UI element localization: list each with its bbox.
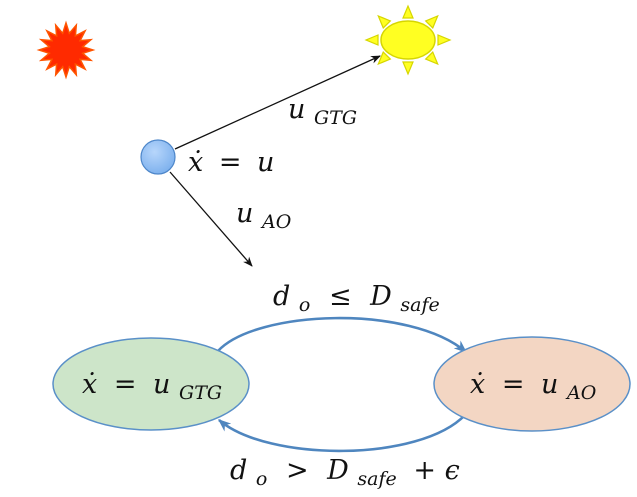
to-ao-D: D xyxy=(369,281,392,312)
state-ao-rel: = xyxy=(502,369,525,400)
dynamics-rhs: u xyxy=(257,147,274,178)
to-ao-d: d xyxy=(273,281,290,312)
state-gtg-sub: GTG xyxy=(179,382,222,404)
robot-circle-icon xyxy=(140,139,176,175)
to-ao-rel: ≤ xyxy=(329,281,352,312)
transition-arc-to-ao xyxy=(217,316,467,353)
state-gtg-lhs: ẋ xyxy=(82,369,97,400)
state-ao-sub: AO xyxy=(565,382,597,404)
state-ao-label: ẋ = u AO xyxy=(470,369,597,404)
transition-to-ao-label: d o ≤ D safe xyxy=(273,281,440,318)
state-gtg-ellipse xyxy=(52,337,250,431)
transition-arc-to-gtg xyxy=(218,414,466,453)
sun-ray xyxy=(402,4,414,19)
to-ao-d-sub: o xyxy=(299,294,310,316)
sun-ray xyxy=(377,14,392,30)
sun-icon xyxy=(364,4,452,76)
red-star-icon xyxy=(36,20,96,80)
sun-ray xyxy=(364,34,379,46)
sun-ray xyxy=(424,14,439,30)
transition-to-gtg-label: d o > D safe + ϵ xyxy=(230,455,460,492)
state-gtg: ẋ = u GTG xyxy=(52,337,250,431)
state-ao: ẋ = u AO xyxy=(433,336,631,432)
sun-ray xyxy=(437,34,452,46)
dynamics-label: ẋ = u xyxy=(188,147,274,178)
to-gtg-D-sub: safe xyxy=(357,468,396,490)
u-ao-label: u AO xyxy=(236,198,292,233)
state-ao-ellipse xyxy=(433,336,631,432)
to-gtg-D: D xyxy=(326,455,349,486)
to-gtg-rel: > xyxy=(286,455,309,486)
to-gtg-extra: + ϵ xyxy=(413,455,459,486)
state-gtg-base: u xyxy=(153,369,170,400)
state-gtg-rel: = xyxy=(114,369,137,400)
state-gtg-label: ẋ = u GTG xyxy=(82,369,222,404)
u-ao-base: u xyxy=(236,198,253,229)
sun-ray xyxy=(402,61,414,76)
u-ao-sub: AO xyxy=(260,211,292,233)
state-ao-lhs: ẋ xyxy=(470,369,485,400)
u-gtg-sub: GTG xyxy=(314,107,357,129)
dynamics-lhs: ẋ xyxy=(188,147,203,178)
to-ao-D-sub: safe xyxy=(400,294,439,316)
dynamics-rel: = xyxy=(219,147,242,178)
to-gtg-d-sub: o xyxy=(256,468,267,490)
u-gtg-base: u xyxy=(288,94,305,125)
u-ao-arrow xyxy=(169,171,253,267)
to-gtg-d: d xyxy=(230,455,247,486)
u-gtg-arrow xyxy=(174,55,381,150)
u-gtg-label: u GTG xyxy=(288,94,357,129)
sun-ray xyxy=(424,50,439,66)
state-ao-base: u xyxy=(541,369,558,400)
